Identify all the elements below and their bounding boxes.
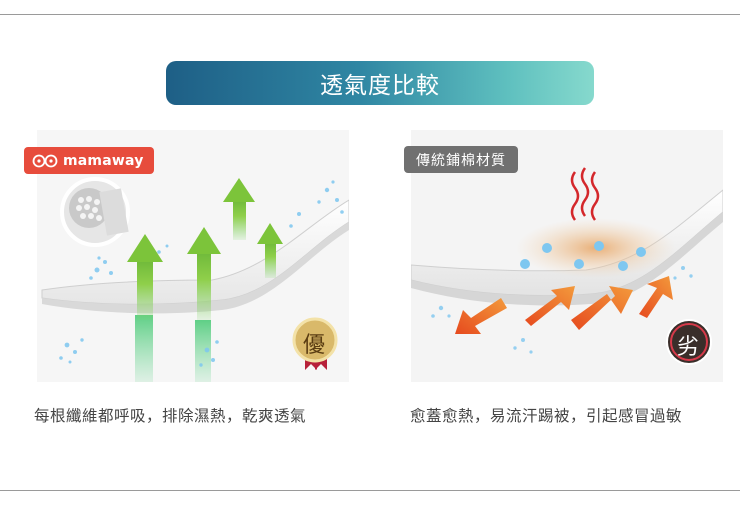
fabric-edge — [42, 222, 349, 314]
heat-deflected-arrow — [639, 276, 673, 318]
bottom-divider — [0, 490, 740, 491]
brand-label: mamaway — [63, 152, 144, 169]
top-divider — [0, 14, 740, 15]
breathable-fabric-graphic — [41, 177, 349, 382]
right-caption: 愈蓋愈熱，易流汗踢被，引起感冒過敏 — [410, 407, 683, 425]
brand-tag: mamaway — [24, 147, 154, 174]
airflow-up-arrow — [127, 234, 163, 320]
inferior-badge-label: 劣 — [677, 335, 700, 360]
superior-badge — [292, 317, 338, 370]
traditional-material-label: 傳統鋪棉材質 — [416, 152, 506, 169]
inferior-badge — [666, 319, 712, 365]
traditional-material-tag: 傳統鋪棉材質 — [404, 146, 518, 173]
airflow-stem — [135, 315, 153, 382]
fabric-sheet — [41, 199, 349, 305]
section-title-banner: 透氣度比較 — [166, 61, 594, 105]
heat-deflected-arrow — [571, 286, 633, 330]
fabric-edge — [411, 212, 723, 306]
breathable-fabric-illustration: 優 — [37, 130, 349, 382]
airflow-stem — [195, 320, 211, 382]
trapped-droplets — [520, 241, 646, 271]
airflow-up-arrow — [187, 227, 221, 320]
traditional-fabric-graphic — [411, 167, 723, 365]
fiber-magnifier-icon — [60, 177, 130, 247]
moisture-droplets — [431, 266, 693, 354]
superior-badge-label: 優 — [303, 333, 326, 358]
page-title: 透氣度比較 — [320, 73, 440, 99]
airflow-up-arrow — [223, 178, 255, 240]
moisture-droplets — [59, 180, 344, 367]
left-caption: 每根纖維都呼吸，排除濕熱，乾爽透氣 — [34, 407, 307, 425]
heat-deflected-arrow — [525, 286, 575, 326]
airflow-up-arrow — [257, 223, 283, 278]
heat-wave-icon — [570, 167, 600, 221]
heat-deflected-arrow — [455, 298, 507, 334]
mamaway-logo-icon — [32, 154, 58, 167]
